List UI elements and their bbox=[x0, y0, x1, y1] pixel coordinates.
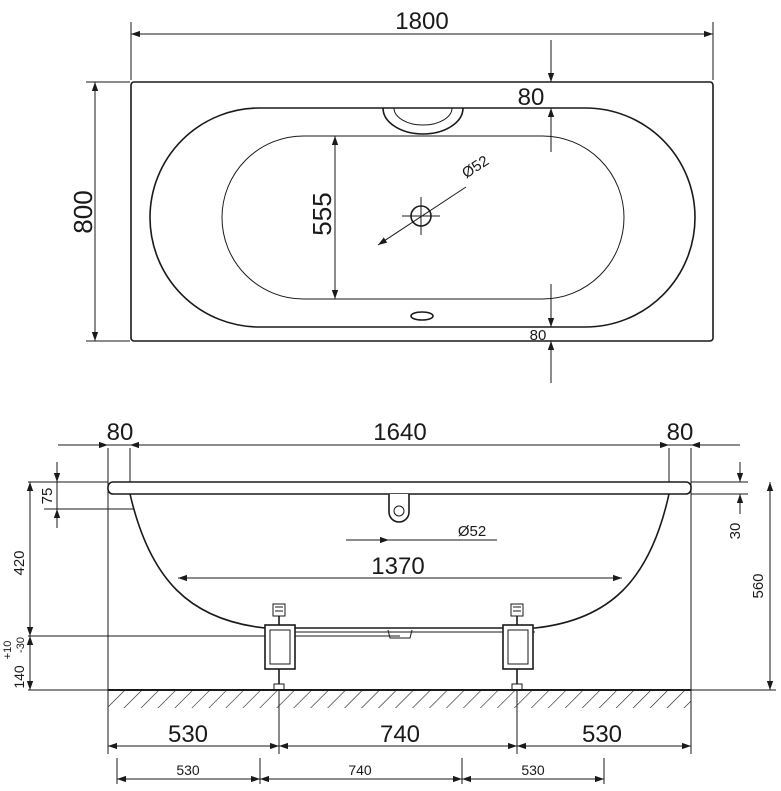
tub-outer-rim bbox=[130, 81, 714, 342]
legs-mid-small-label: 740 bbox=[348, 762, 372, 778]
top-length-chain: 80 1640 80 bbox=[58, 419, 740, 449]
tub-rim-side bbox=[107, 481, 692, 495]
rim-height-label: 75 bbox=[39, 488, 56, 505]
inner-width-dimension: 555 bbox=[307, 136, 339, 299]
tub-basin-bottom bbox=[221, 135, 625, 300]
height-label: 560 bbox=[750, 573, 767, 598]
leg-tolerance-plus: +10 bbox=[2, 641, 14, 660]
waste-fitting bbox=[410, 311, 434, 321]
rim-bottom-dimension: 80 bbox=[530, 284, 555, 383]
side-view: 80 1640 80 Ø52 1370 bbox=[2, 419, 776, 784]
inner-width-label: 555 bbox=[307, 192, 337, 235]
leg-spacing-chain: 530 740 530 bbox=[108, 690, 691, 754]
leg-height-dimension: 140 +10 -30 bbox=[2, 636, 34, 690]
legs-right-small-label: 530 bbox=[521, 762, 545, 778]
overflow-diameter-label: Ø52 bbox=[458, 523, 486, 540]
bottom-length-dimension: 1370 bbox=[178, 553, 622, 582]
depth-label: 420 bbox=[11, 550, 28, 575]
top-view: 1800 800 Ø52 555 bbox=[68, 8, 714, 383]
floor bbox=[108, 689, 691, 708]
side-inner-length-label: 1640 bbox=[373, 419, 426, 446]
drain: Ø52 bbox=[377, 152, 492, 246]
legs-mid-label: 740 bbox=[380, 721, 420, 748]
drain-diameter-label: Ø52 bbox=[459, 152, 492, 182]
leg-height-label: 140 bbox=[11, 665, 27, 689]
side-rim-right-label: 80 bbox=[667, 419, 694, 446]
rim-bottom-label: 80 bbox=[530, 327, 547, 344]
tub-rim-inner bbox=[149, 107, 696, 328]
legs-left-small-label: 530 bbox=[176, 762, 200, 778]
overflow-fitting bbox=[382, 107, 464, 135]
leg-spacing-chain-small: 530 740 530 bbox=[116, 758, 605, 784]
bottom-length-label: 1370 bbox=[371, 553, 424, 580]
rim-top-label: 80 bbox=[518, 84, 545, 111]
legs-left-label: 530 bbox=[168, 721, 208, 748]
leg-left bbox=[264, 603, 296, 691]
overflow-side: Ø52 bbox=[346, 494, 497, 544]
overflow-offset-label: 30 bbox=[727, 523, 744, 540]
width-dimension: 800 bbox=[68, 81, 130, 342]
height-dimension: 560 bbox=[691, 482, 776, 691]
length-label: 1800 bbox=[395, 8, 448, 35]
side-rim-left-label: 80 bbox=[107, 419, 134, 446]
legs-right-label: 530 bbox=[582, 721, 622, 748]
depth-dimension: 420 bbox=[11, 482, 34, 636]
rim-top-dimension: 80 bbox=[518, 40, 555, 152]
overflow-offset-dimension: 30 bbox=[691, 462, 748, 539]
width-label: 800 bbox=[68, 190, 98, 233]
tub-side-body bbox=[107, 481, 692, 639]
length-dimension: 1800 bbox=[130, 8, 714, 80]
leg-right bbox=[502, 603, 534, 691]
leg-tolerance-minus: -30 bbox=[15, 637, 27, 653]
rim-height-dimension: 75 bbox=[39, 462, 61, 528]
